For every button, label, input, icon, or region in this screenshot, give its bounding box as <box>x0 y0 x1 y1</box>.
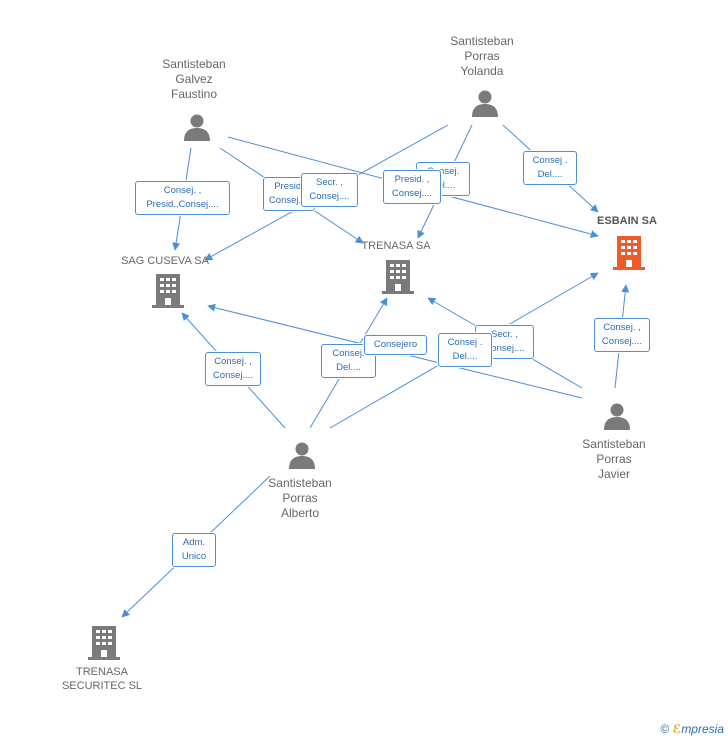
building-icon-sag-cuseva[interactable] <box>152 272 184 308</box>
edge-label-alberto-sag[interactable]: Consej. , Consej.... <box>205 352 261 386</box>
building-icon-esbain[interactable] <box>613 234 645 270</box>
edge-label-yolanda-esbain[interactable]: Consej . Del.... <box>523 151 577 185</box>
person-icon-faustino[interactable] <box>182 112 212 142</box>
edge-label-yolanda-sag[interactable]: Secr. , Consej.... <box>301 173 358 207</box>
empresia-logo-e: ℰ <box>672 722 682 736</box>
empresia-logo-text: mpresia <box>681 722 724 736</box>
node-label-yolanda[interactable]: Santisteban Porras Yolanda <box>450 34 514 78</box>
person-icon-yolanda[interactable] <box>470 88 500 118</box>
person-icon-alberto[interactable] <box>287 440 317 470</box>
edge-label-faustino-sag[interactable]: Consej. , Presid.,Consej.... <box>135 181 230 215</box>
node-label-trenasa-securitec[interactable]: TRENASA SECURITEC SL <box>61 666 143 692</box>
building-icon-trenasa[interactable] <box>382 258 414 294</box>
edge-label-alberto-esbain[interactable]: Consej . Del.... <box>438 333 492 367</box>
node-label-trenasa[interactable]: TRENASA SA <box>361 240 431 252</box>
edge-label-alberto-securitec[interactable]: Adm. Unico <box>172 533 216 567</box>
edge-label-javier-esbain[interactable]: Consej. , Consej.... <box>594 318 650 352</box>
node-label-faustino[interactable]: Santisteban Galvez Faustino <box>162 57 226 101</box>
person-icon-javier[interactable] <box>602 401 632 431</box>
node-label-sag-cuseva[interactable]: SAG CUSEVA SA <box>121 255 209 267</box>
building-icon-trenasa-securitec[interactable] <box>88 624 120 660</box>
edge-label-yolanda-trenasa-b[interactable]: Presid. , Consej.... <box>383 170 441 204</box>
node-label-alberto[interactable]: Santisteban Porras Alberto <box>268 476 332 520</box>
node-label-javier[interactable]: Santisteban Porras Javier <box>582 437 646 481</box>
edge-label-alberto-consejero[interactable]: Consejero <box>364 335 427 355</box>
brand-footer[interactable]: © ℰmpresia <box>660 722 724 736</box>
node-label-esbain[interactable]: ESBAIN SA <box>597 215 657 227</box>
copyright-symbol: © <box>660 722 670 736</box>
